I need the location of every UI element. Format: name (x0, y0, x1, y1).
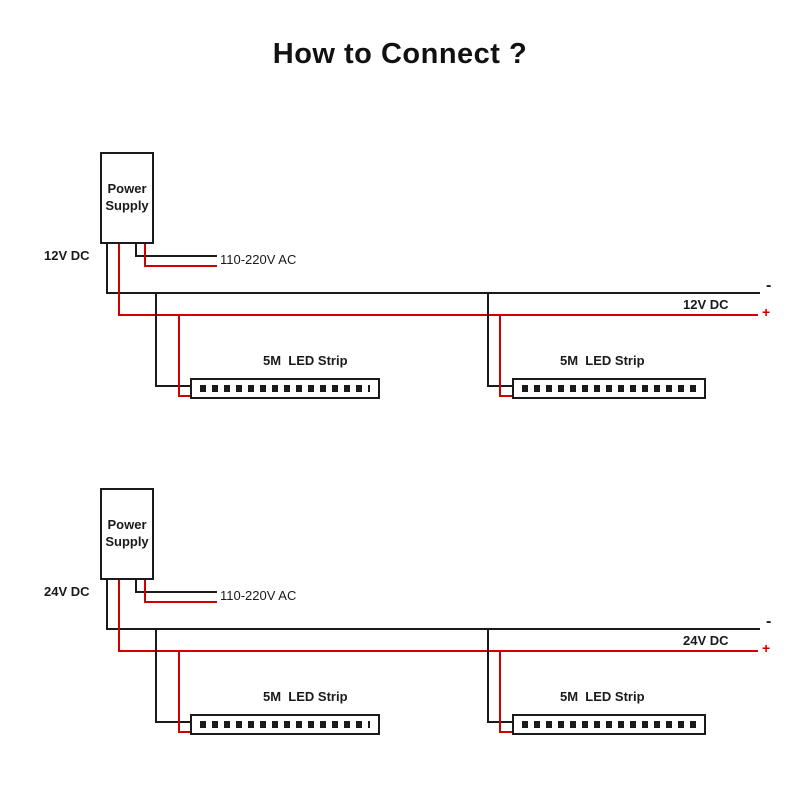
wiring-diagram-24v: Power Supply 24V DC 110-220V AC 24V DC -… (0, 476, 800, 776)
strip1-negative-feeder-vertical (155, 292, 157, 387)
led-segments (522, 721, 696, 728)
ac-wire-black-vertical (135, 244, 137, 257)
strip1-negative-feeder-horizontal (155, 721, 192, 723)
ac-wire-black-vertical (135, 580, 137, 593)
led-strip-label: 5M LED Strip (263, 353, 348, 368)
power-supply-box: Power Supply (100, 152, 154, 244)
dc-negative-drop-wire (106, 244, 108, 294)
power-supply-box: Power Supply (100, 488, 154, 580)
negative-terminal-label: - (766, 613, 772, 630)
dc-negative-bus-wire (106, 292, 760, 294)
dc-voltage-label: 12V DC (44, 248, 90, 263)
strip1-negative-feeder-vertical (155, 628, 157, 723)
dc-positive-drop-wire (118, 580, 120, 652)
dc-positive-bus-wire (118, 314, 758, 316)
strip2-negative-feeder-vertical (487, 628, 489, 723)
led-strip-label: 5M LED Strip (560, 353, 645, 368)
dc-negative-drop-wire (106, 580, 108, 630)
led-strip (512, 714, 706, 735)
led-segments (200, 721, 370, 728)
ac-wire-red-vertical (144, 580, 146, 603)
strip1-positive-feeder-horizontal (178, 731, 192, 733)
dc-positive-bus-wire (118, 650, 758, 652)
strip1-positive-feeder-horizontal (178, 395, 192, 397)
strip1-positive-feeder-vertical (178, 650, 180, 733)
led-strip (190, 378, 380, 399)
dc-positive-drop-wire (118, 244, 120, 316)
strip2-positive-feeder-vertical (499, 314, 501, 397)
led-strip-label: 5M LED Strip (560, 689, 645, 704)
ac-wire-red-horizontal (144, 265, 217, 267)
ac-wire-red-vertical (144, 244, 146, 267)
led-segments (200, 385, 370, 392)
led-strip (190, 714, 380, 735)
ac-wire-black-horizontal (135, 591, 217, 593)
led-strip (512, 378, 706, 399)
strip2-positive-feeder-horizontal (499, 395, 514, 397)
wiring-diagram-12v: Power Supply 12V DC 110-220V AC 12V DC -… (0, 140, 800, 440)
positive-terminal-label: + (762, 304, 771, 320)
ac-wire-black-horizontal (135, 255, 217, 257)
ac-wire-red-horizontal (144, 601, 217, 603)
dc-negative-bus-wire (106, 628, 760, 630)
positive-terminal-label: + (762, 640, 771, 656)
led-strip-label: 5M LED Strip (263, 689, 348, 704)
strip1-negative-feeder-horizontal (155, 385, 192, 387)
dc-voltage-label: 24V DC (44, 584, 90, 599)
strip2-positive-feeder-vertical (499, 650, 501, 733)
negative-terminal-label: - (766, 277, 772, 294)
strip2-negative-feeder-vertical (487, 292, 489, 387)
bus-output-label: 12V DC (683, 297, 729, 312)
strip2-positive-feeder-horizontal (499, 731, 514, 733)
ac-input-label: 110-220V AC (220, 588, 297, 603)
ac-input-label: 110-220V AC (220, 252, 297, 267)
strip1-positive-feeder-vertical (178, 314, 180, 397)
page-title: How to Connect ? (272, 38, 528, 70)
bus-output-label: 24V DC (683, 633, 729, 648)
led-segments (522, 385, 696, 392)
